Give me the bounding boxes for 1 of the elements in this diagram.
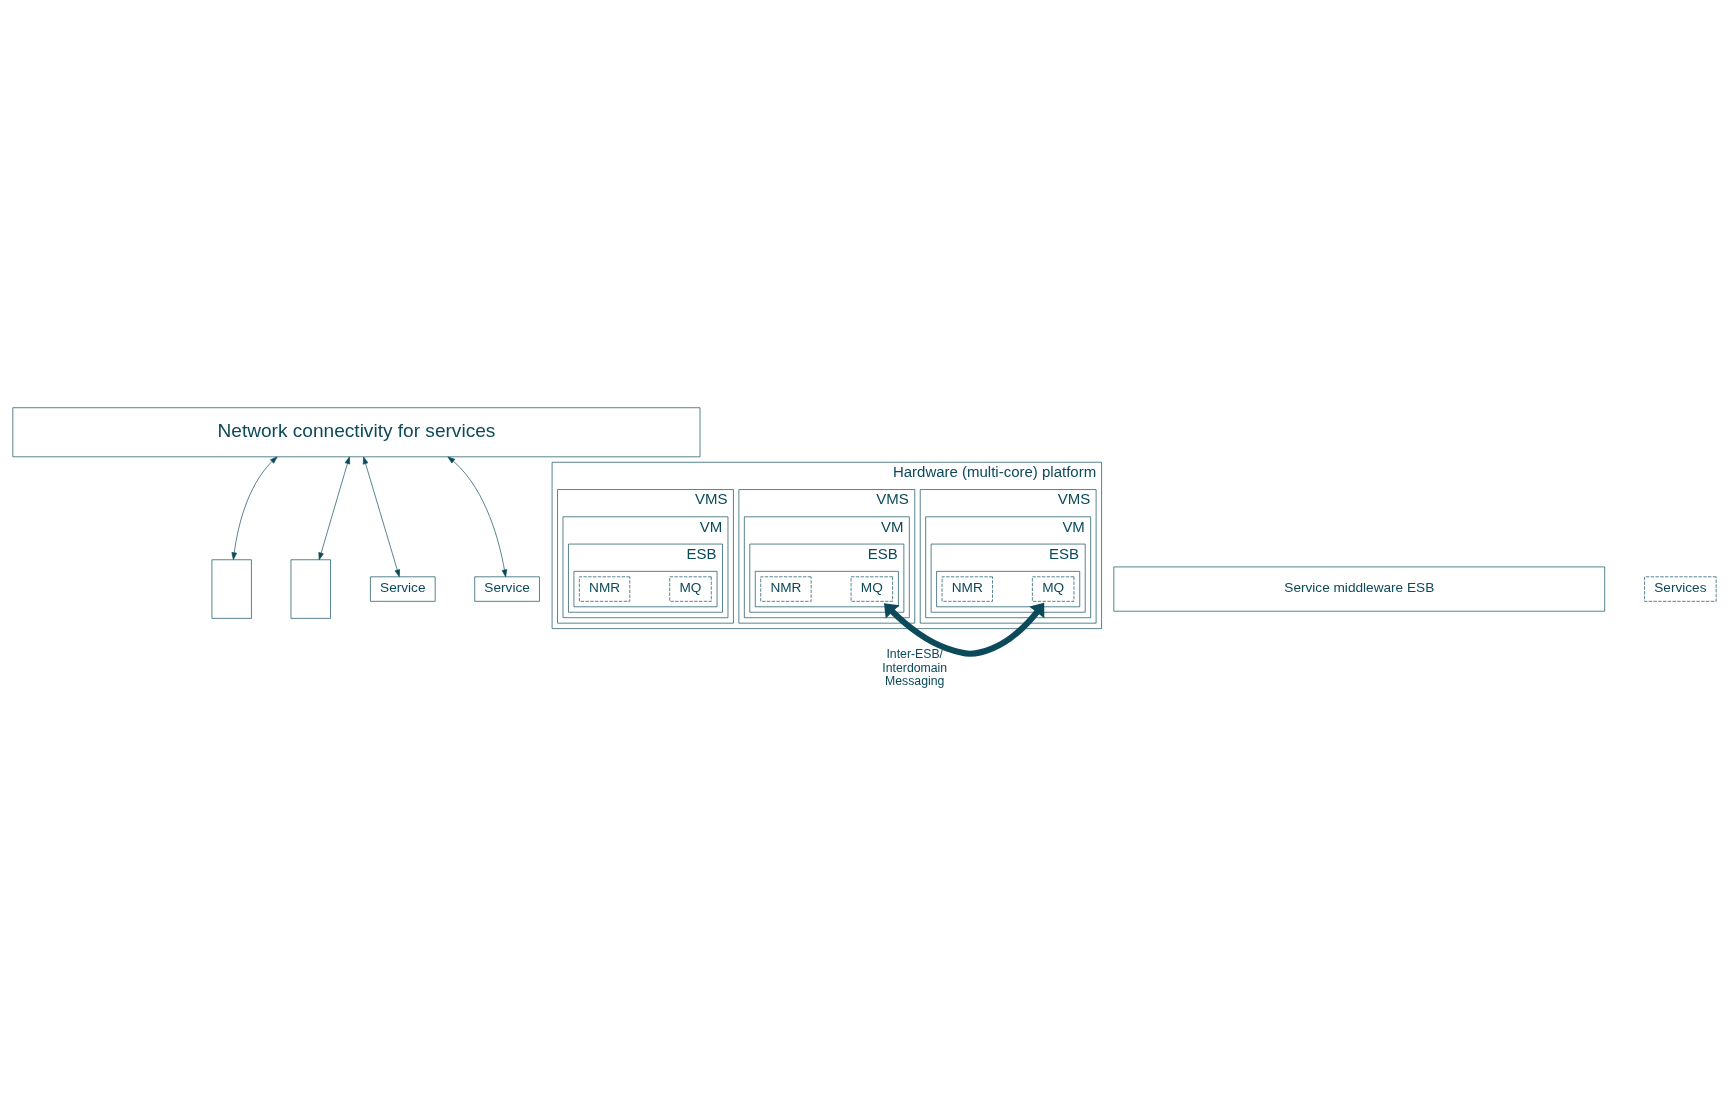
edge-label: Inter-ESB/ Interdomain Messaging xyxy=(882,646,948,688)
